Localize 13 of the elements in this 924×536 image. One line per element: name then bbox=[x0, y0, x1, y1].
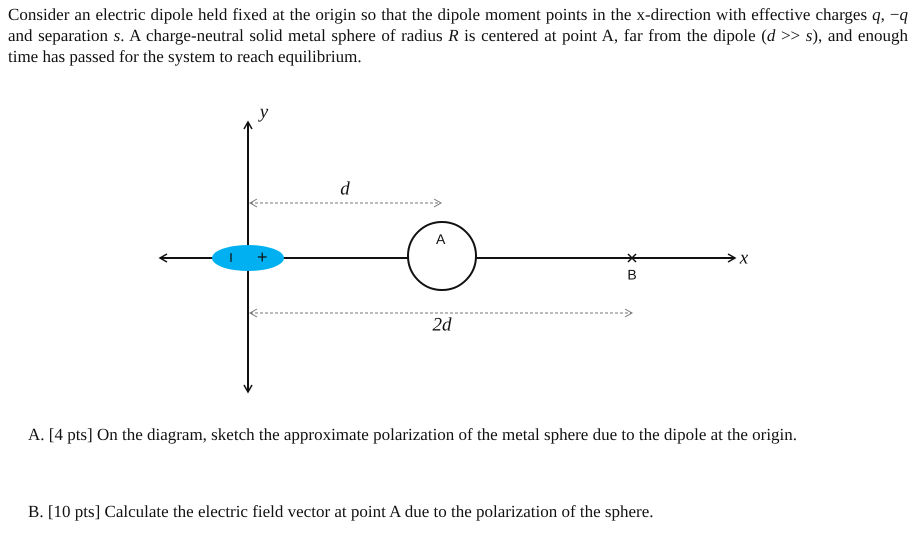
dimension-label: d bbox=[340, 178, 350, 200]
axis-label: y bbox=[260, 102, 268, 122]
dimension-label: 2d bbox=[432, 314, 452, 336]
plus-sign: + bbox=[257, 247, 268, 268]
question-text: B. [10 pts] Calculate the electric field vector at point A due to the polarization of the sphere. bbox=[28, 501, 654, 522]
minus-sign: − bbox=[220, 252, 241, 263]
metal-sphere bbox=[407, 221, 477, 291]
axis-label: x bbox=[740, 248, 748, 268]
dipole-ellipse bbox=[211, 244, 285, 272]
point-label: B bbox=[627, 266, 637, 284]
question-text: A. [4 pts] On the diagram, sketch the approximate polarization of the metal sphere due to the dipole at the origin. bbox=[28, 424, 798, 445]
point-label: A bbox=[436, 231, 446, 247]
problem-text: Consider an electric dipole held fixed at the origin so that the dipole moment points in the x-direction with effective charges q, −q and separation s. A charge-neutral solid metal sphere of radius R is centered at point A, far from the dipole (d >> s), and enough time has passed for the system to reach equilibrium. bbox=[8, 4, 908, 67]
